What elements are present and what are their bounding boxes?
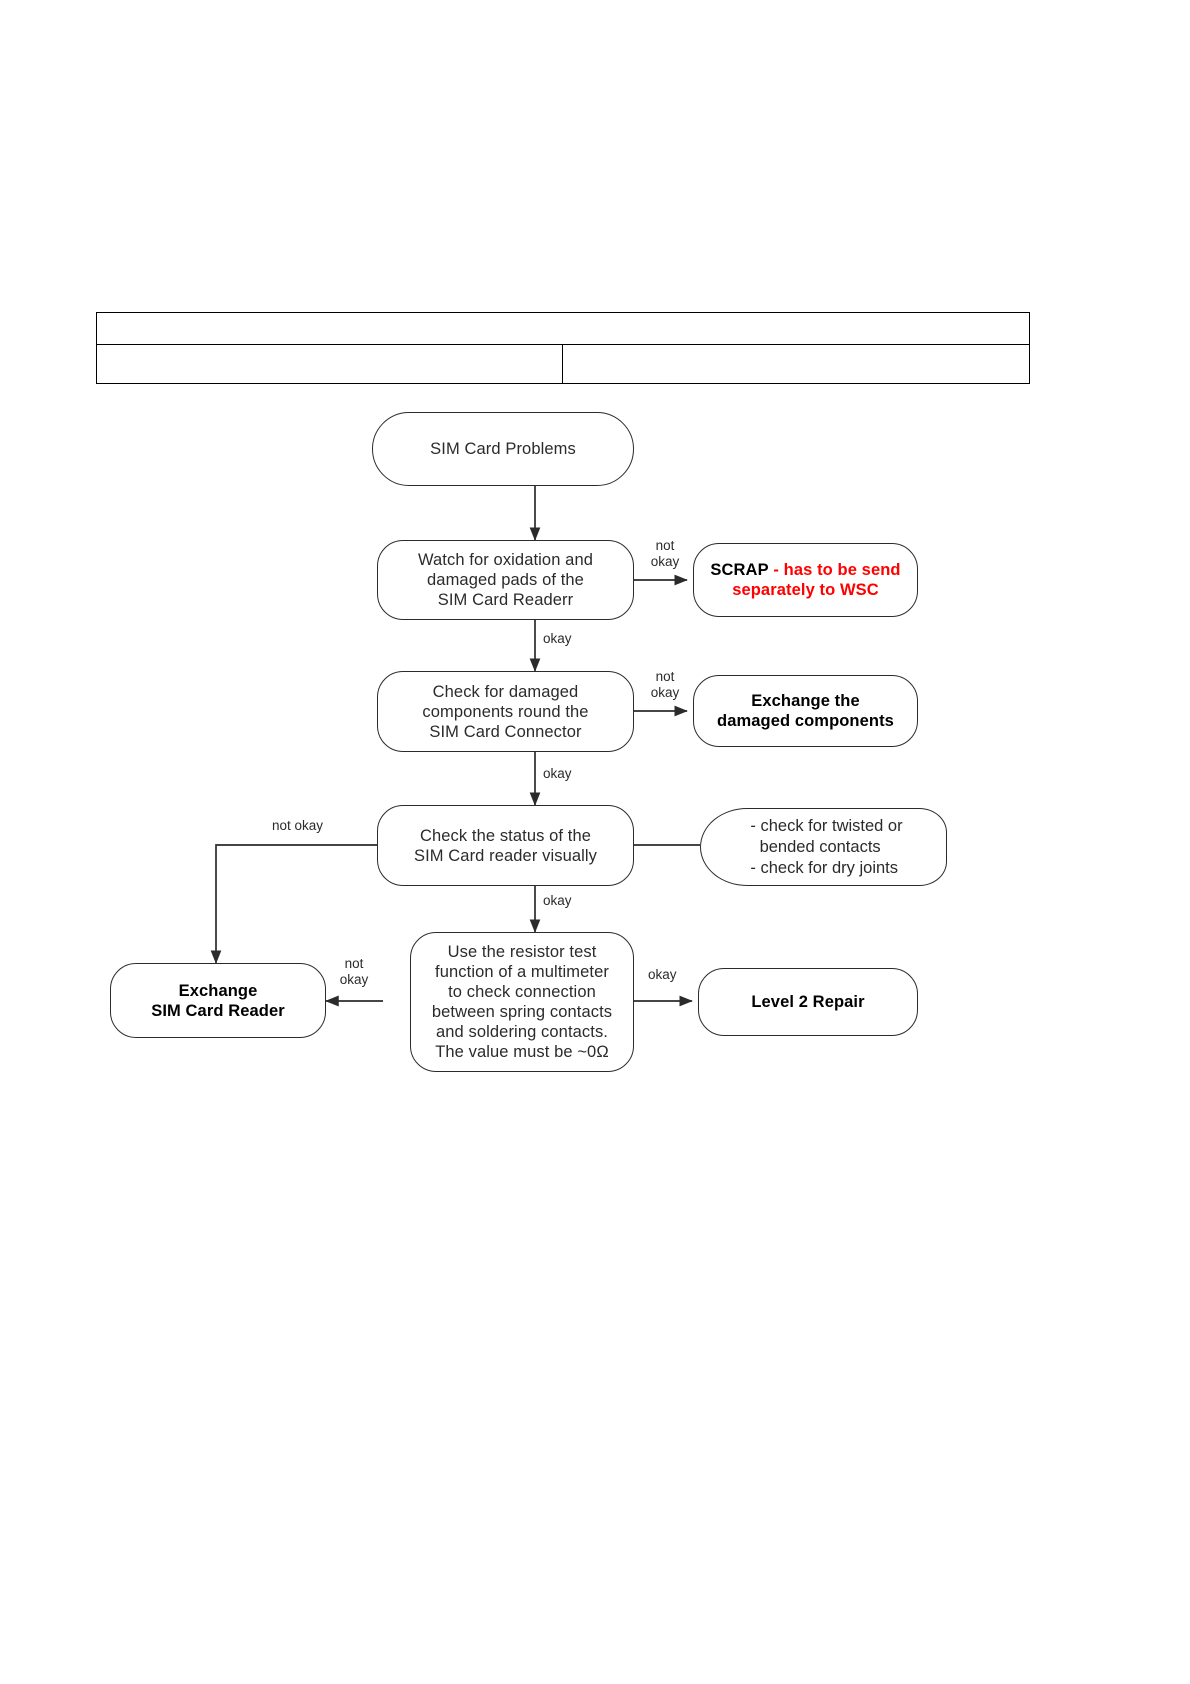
edge-label-not-okay-2-line1: not: [655, 669, 675, 684]
node-scrap-label: SCRAP - has to be send separately to WSC: [710, 560, 900, 600]
callout-line2: bended contacts: [759, 837, 881, 856]
header-table-body-row: [97, 345, 1029, 384]
step4-line3: to check connection: [448, 983, 596, 1001]
edge-label-not-okay-1-line1: not: [655, 538, 675, 553]
node-resistor-test-label: Use the resistor test function of a mult…: [432, 942, 612, 1062]
edge-label-okay-4: okay: [648, 967, 677, 982]
header-table: [96, 312, 1030, 384]
edge-label-okay-2: okay: [543, 766, 572, 781]
node-visual-check-callout-label: - check for twisted or bended contacts -…: [750, 816, 902, 879]
edge-label-okay-1: okay: [543, 631, 572, 646]
step4-line2: function of a multimeter: [435, 963, 609, 981]
step3-line2: SIM Card reader visually: [413, 846, 598, 865]
scrap-keyword: SCRAP: [710, 561, 769, 579]
step2-line1: Check for damaged: [432, 682, 579, 701]
step4-line5: and soldering contacts.: [436, 1023, 608, 1041]
node-sim-card-problems-label: SIM Card Problems: [430, 440, 576, 458]
step2-line2: components round the: [422, 702, 589, 721]
callout-line1: - check for twisted or: [750, 816, 903, 835]
node-sim-card-problems[interactable]: SIM Card Problems: [372, 412, 634, 486]
node-watch-for-oxidation[interactable]: Watch for oxidation and damaged pads of …: [377, 540, 634, 620]
edge-label-not-okay-4-line1: not: [344, 956, 364, 971]
node-watch-for-oxidation-label: Watch for oxidation and damaged pads of …: [418, 550, 593, 610]
header-table-title-row: [97, 313, 1029, 345]
edge-label-not-okay-2-line2: okay: [650, 685, 680, 700]
step4-line6: The value must be ~0Ω: [435, 1043, 609, 1061]
exchange-reader-line2: SIM Card Reader: [151, 1001, 285, 1020]
edge-label-not-okay-3: not okay: [272, 818, 324, 833]
step4-line1: Use the resistor test: [447, 943, 597, 961]
node-check-status-visually-label: Check the status of the SIM Card reader …: [414, 826, 597, 866]
node-exchange-sim-card-reader-label: Exchange SIM Card Reader: [151, 981, 285, 1021]
header-table-left-cell: [97, 345, 563, 384]
node-check-damaged-components-label: Check for damaged components round the S…: [422, 682, 588, 742]
node-check-status-visually[interactable]: Check the status of the SIM Card reader …: [377, 805, 634, 886]
exchange-reader-line1: Exchange: [178, 981, 258, 1000]
exchange-components-line1: Exchange the: [751, 692, 860, 710]
node-level-2-repair-label: Level 2 Repair: [751, 993, 865, 1011]
node-visual-check-callout[interactable]: - check for twisted or bended contacts -…: [700, 808, 947, 886]
edge-label-not-okay-2: not okay: [645, 669, 685, 701]
node-resistor-test[interactable]: Use the resistor test function of a mult…: [410, 932, 634, 1072]
node-exchange-damaged-components[interactable]: Exchange the damaged components: [693, 675, 918, 747]
step4-line4: between spring contacts: [431, 1003, 613, 1021]
edge-label-not-okay-1: not okay: [645, 538, 685, 570]
edge-label-not-okay-1-line2: okay: [650, 554, 680, 569]
node-exchange-sim-card-reader[interactable]: Exchange SIM Card Reader: [110, 963, 326, 1038]
node-scrap[interactable]: SCRAP - has to be send separately to WSC: [693, 543, 918, 617]
step1-line2: damaged pads of the: [427, 571, 584, 589]
edge-label-okay-3: okay: [543, 893, 572, 908]
node-level-2-repair[interactable]: Level 2 Repair: [698, 968, 918, 1036]
scrap-detail-line2: separately to WSC: [732, 581, 879, 599]
node-check-damaged-components[interactable]: Check for damaged components round the S…: [377, 671, 634, 752]
edge-label-not-okay-4-line2: okay: [339, 972, 369, 987]
step1-line3: SIM Card Readerr: [437, 591, 574, 609]
step1-line1: Watch for oxidation and: [417, 551, 594, 569]
exchange-components-line2: damaged components: [717, 712, 894, 730]
step3-line1: Check the status of the: [419, 826, 592, 845]
edge-label-not-okay-4: not okay: [334, 956, 374, 988]
scrap-detail-line1: - has to be send: [773, 561, 901, 579]
step2-line3: SIM Card Connector: [429, 722, 582, 741]
callout-line3: - check for dry joints: [750, 858, 899, 877]
node-exchange-damaged-components-label: Exchange the damaged components: [717, 691, 894, 731]
